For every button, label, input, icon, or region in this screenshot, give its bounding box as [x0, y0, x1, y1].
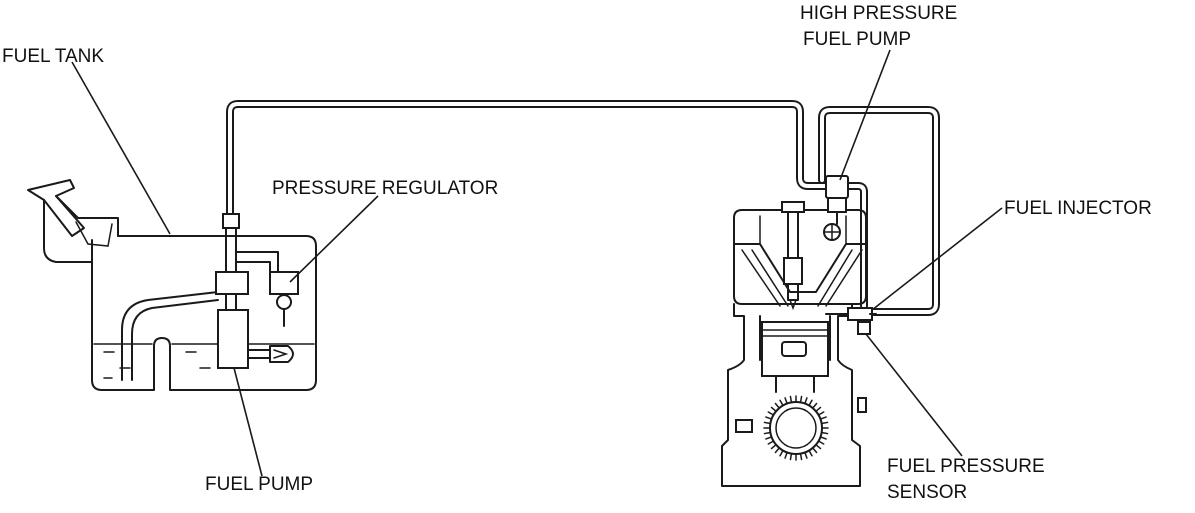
gear-tooth — [808, 449, 813, 457]
gear-tooth — [819, 416, 827, 420]
gear-tooth — [779, 449, 784, 457]
gear-tooth — [789, 452, 793, 461]
gear-tooth — [774, 447, 781, 454]
label-fuel-injector: FUEL INJECTOR — [1004, 198, 1152, 219]
gear-tooth — [820, 431, 829, 435]
label-high-pressure-fuel-pump-line2: FUEL PUMP — [803, 29, 911, 50]
engine — [721, 209, 867, 487]
label-fuel-tank: FUEL TANK — [2, 46, 104, 67]
label-fuel-pressure-sensor-line2: SENSOR — [887, 482, 967, 503]
gear-tooth — [763, 421, 772, 425]
gear-tooth — [765, 436, 773, 440]
gear-tooth — [811, 402, 818, 409]
gear-tooth — [817, 440, 825, 445]
gear-tooth — [815, 443, 822, 450]
gear-tooth — [820, 421, 829, 425]
fuel-pressure-sensor — [857, 319, 871, 335]
fuel-injector — [825, 307, 877, 321]
gear-tooth — [763, 431, 772, 435]
fuel-lines — [226, 100, 940, 316]
gear-tooth — [789, 395, 793, 404]
gear-tooth — [811, 447, 818, 454]
label-high-pressure-fuel-pump-line1: HIGH PRESSURE — [800, 3, 957, 24]
high-pressure-fuel-pump — [823, 175, 849, 241]
gear-tooth — [770, 443, 777, 450]
gear-tooth — [815, 406, 822, 413]
gear-tooth — [767, 411, 775, 416]
gear-tooth — [767, 440, 775, 445]
labels: FUEL TANK PRESSURE REGULATOR FUEL PUMP H… — [2, 3, 1152, 503]
gear-tooth — [804, 451, 808, 459]
gear-tooth — [774, 402, 781, 409]
gear-tooth — [817, 411, 825, 416]
gear-tooth — [808, 399, 813, 407]
leader-lines — [71, 49, 1003, 477]
gear-tooth — [784, 451, 788, 459]
gear-tooth — [799, 395, 803, 404]
label-fuel-pump: FUEL PUMP — [205, 474, 313, 495]
gear-tooth — [799, 452, 803, 461]
gear-tooth — [779, 399, 784, 407]
gear-tooth — [765, 416, 773, 420]
direct-injector-assembly — [781, 201, 805, 311]
label-fuel-pressure-sensor-line1: FUEL PRESSURE — [887, 456, 1045, 477]
gear-tooth — [770, 406, 777, 413]
label-pressure-regulator: PRESSURE REGULATOR — [272, 178, 498, 199]
gear-tooth — [804, 397, 808, 405]
gear-tooth — [819, 436, 827, 440]
gear-tooth — [784, 397, 788, 405]
fuel-tank — [27, 179, 317, 391]
